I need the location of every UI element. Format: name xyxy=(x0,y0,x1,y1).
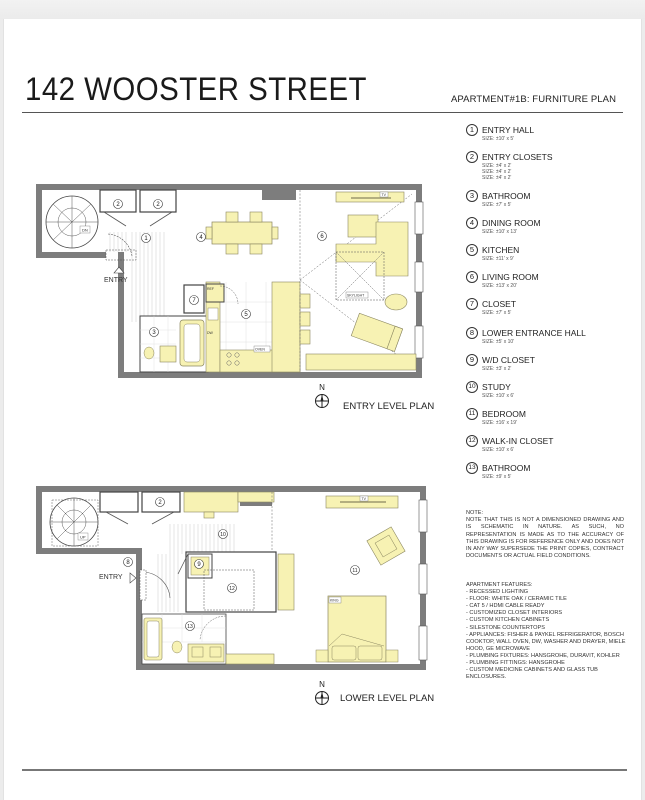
room-size: SIZE: ±10' x 6' xyxy=(482,393,515,399)
disclaimer-note: NOTE: NOTE THAT THIS IS NOT A DIMENSIONE… xyxy=(466,510,624,560)
room-number-badge: 2 xyxy=(466,151,478,163)
room-name: BEDROOM xyxy=(482,409,526,419)
room-name: LIVING ROOM xyxy=(482,272,539,282)
feature-item: - PLUMBING FIXTURES: HANSGROHE, DURAVIT,… xyxy=(466,652,620,659)
room-name: DINING ROOM xyxy=(482,218,541,228)
room-size: SIZE: ±7' x 5' xyxy=(482,310,512,316)
room-number-badge: 9 xyxy=(466,354,478,366)
apartment-features: APARTMENT FEATURES: - RECESSED LIGHTING … xyxy=(466,582,631,681)
svg-text:TV: TV xyxy=(362,497,367,501)
lower-level-entry-label: ENTRY xyxy=(99,574,123,581)
room-name: WALK-IN CLOSET xyxy=(482,436,554,446)
feature-item: - CUSTOM KITCHEN CABINETS xyxy=(466,617,550,624)
room-number-badge: 8 xyxy=(466,327,478,339)
feature-item: - PLUMBING FITTINGS: HANSGROHE xyxy=(466,660,565,667)
room-size: SIZE: ±10' x 13' xyxy=(482,229,517,235)
feature-item: - FLOOR: WHITE OAK / CERAMIC TILE xyxy=(466,596,567,603)
footer-divider xyxy=(22,769,627,771)
room-name: ENTRY CLOSETS xyxy=(482,152,553,162)
feature-item: - RECESSED LIGHTING xyxy=(466,589,529,596)
svg-text:4: 4 xyxy=(199,235,203,241)
room-number-badge: 6 xyxy=(466,271,478,283)
svg-text:3: 3 xyxy=(152,330,156,336)
entry-level-north-arrow: N xyxy=(314,383,330,409)
entry-level-entry-label: ENTRY xyxy=(104,277,128,284)
svg-text:2: 2 xyxy=(156,202,160,208)
room-size: SIZE: ±13' x 20' xyxy=(482,283,517,289)
room-number-badge: 12 xyxy=(466,435,478,447)
svg-text:11: 11 xyxy=(352,568,357,574)
svg-text:10: 10 xyxy=(220,532,226,538)
svg-text:DW: DW xyxy=(207,331,214,335)
room-name: ENTRY HALL xyxy=(482,125,535,135)
room-name: KITCHEN xyxy=(482,245,520,255)
feature-item: - SILESTONE COUNTERTOPS xyxy=(466,624,545,631)
feature-item: - CUSTOM MEDICINE CABINETS AND GLASS TUB… xyxy=(466,667,598,681)
compass-icon xyxy=(315,394,329,408)
entry-level-plan-label: ENTRY LEVEL PLAN xyxy=(343,401,435,412)
room-name: STUDY xyxy=(482,382,511,392)
note-heading: NOTE: xyxy=(466,510,484,516)
room-name: LOWER ENTRANCE HALL xyxy=(482,328,586,338)
entry-level-floor-plan: DN xyxy=(36,184,424,378)
room-size: SIZE: ±11' x 9' xyxy=(482,256,514,262)
svg-text:DN: DN xyxy=(82,228,88,233)
north-label: N xyxy=(319,680,325,689)
room-size: SIZE: ±5' x 10' xyxy=(482,339,515,345)
svg-text:UP: UP xyxy=(80,535,86,540)
room-size: SIZE: ±4' x 2' xyxy=(482,175,512,181)
room-number-badge: 1 xyxy=(466,124,478,136)
svg-text:7: 7 xyxy=(192,298,196,304)
room-name: BATHROOM xyxy=(482,463,531,473)
svg-text:12: 12 xyxy=(229,586,235,592)
viewer-top-bar xyxy=(0,0,645,19)
svg-text:KING: KING xyxy=(330,599,339,603)
plan-subtitle: APARTMENT#1B: FURNITURE PLAN xyxy=(451,94,617,105)
feature-item: - CAT 5 / HDMI CABLE READY xyxy=(466,603,545,610)
svg-text:5: 5 xyxy=(244,312,248,318)
svg-text:2: 2 xyxy=(158,500,162,506)
svg-text:SKYLIGHT: SKYLIGHT xyxy=(347,294,365,298)
room-name: CLOSET xyxy=(482,299,517,309)
features-heading: APARTMENT FEATURES: xyxy=(466,582,533,588)
note-text: NOTE THAT THIS IS NOT A DIMENSIONED DRAW… xyxy=(466,517,624,560)
room-number-badge: 5 xyxy=(466,244,478,256)
room-size: SIZE: ±10' x 6' xyxy=(482,447,515,453)
room-name: W/D CLOSET xyxy=(482,355,535,365)
header-divider xyxy=(22,112,623,113)
room-size: SIZE: ±16' x 19' xyxy=(482,420,517,426)
room-number-badge: 10 xyxy=(466,381,478,393)
room-size: SIZE: ±10' x 5' xyxy=(482,136,515,142)
svg-text:REF: REF xyxy=(207,287,214,291)
room-size: SIZE: ±3' x 2' xyxy=(482,366,512,372)
page-title: 142 WOOSTER STREET xyxy=(25,71,367,107)
svg-text:OVEN: OVEN xyxy=(255,348,265,352)
room-number-badge: 3 xyxy=(466,190,478,202)
svg-text:2: 2 xyxy=(116,202,120,208)
svg-text:TV: TV xyxy=(382,193,387,197)
room-number-badge: 7 xyxy=(466,298,478,310)
svg-text:13: 13 xyxy=(187,624,193,630)
svg-text:6: 6 xyxy=(320,234,324,240)
room-number-badge: 4 xyxy=(466,217,478,229)
north-label: N xyxy=(319,383,325,392)
svg-text:9: 9 xyxy=(197,562,201,568)
lower-level-north-arrow: N xyxy=(314,680,330,706)
svg-text:1: 1 xyxy=(144,236,148,242)
compass-icon xyxy=(315,691,329,705)
svg-text:8: 8 xyxy=(126,560,130,566)
room-size: SIZE: ±4' x 2' xyxy=(482,169,512,175)
lower-level-floor-plan: UP xyxy=(36,486,428,670)
room-size: SIZE: ±9' x 5' xyxy=(482,474,512,480)
feature-item: - CUSTOMIZED CLOSET INTERIORS xyxy=(466,610,563,617)
room-name: BATHROOM xyxy=(482,191,531,201)
lower-level-plan-label: LOWER LEVEL PLAN xyxy=(340,693,435,704)
feature-item: - APPLIANCES: FISHER & PAYKEL REFRIGERAT… xyxy=(466,631,626,652)
room-size: SIZE: ±4' x 2' xyxy=(482,163,512,169)
room-size: SIZE: ±7' x 5' xyxy=(482,202,512,208)
room-number-badge: 13 xyxy=(466,462,478,474)
room-number-badge: 11 xyxy=(466,408,478,420)
